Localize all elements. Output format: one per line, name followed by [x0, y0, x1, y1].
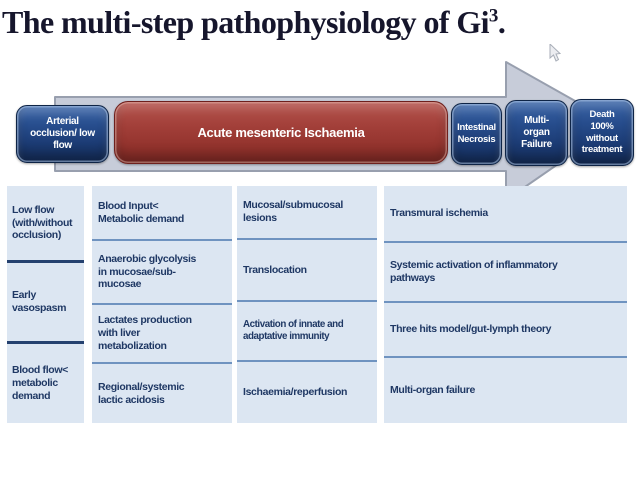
table-column-lesions: Mucosal/submucosal lesions Translocation… [237, 186, 377, 423]
table-cell: Regional/systemic lactic acidosis [92, 362, 232, 423]
slide-title: The multi-step pathophysiology of Gi3. [2, 4, 622, 41]
table-cell: Blood Input< Metabolic demand [92, 186, 232, 239]
slide-title-period: . [497, 4, 506, 40]
table-column-systemic: Transmural ischemia Systemic activation … [384, 186, 627, 423]
flow-box-arterial-occlusion: Arterial occlusion/ low flow [16, 105, 109, 163]
mouse-cursor-icon [549, 44, 562, 62]
table-column-metabolic: Blood Input< Metabolic demand Anaerobic … [92, 186, 232, 423]
table-cell: Transmural ischemia [384, 186, 627, 241]
table-cell: Multi-organ failure [384, 356, 627, 423]
slide-title-text: The multi-step pathophysiology of Gi [2, 4, 490, 40]
flow-box-multi-organ-failure: Multi- organ Failure [505, 100, 568, 166]
table-cell: Early vasospasm [7, 260, 84, 341]
table-cell: Blood flow< metabolic demand [7, 341, 84, 423]
table-cell: Ischaemia/reperfusion [237, 360, 377, 423]
table-cell: Low flow (with/without occlusion) [7, 186, 84, 260]
table-cell: Translocation [237, 238, 377, 300]
table-cell: Anaerobic glycolysis in mucosae/sub- muc… [92, 239, 232, 303]
slide-title-superscript: 3 [488, 5, 499, 27]
table-cell: Activation of innate and adaptative immu… [237, 300, 377, 360]
table-column-low-flow: Low flow (with/without occlusion) Early … [7, 186, 84, 423]
table-cell: Lactates production with liver metaboliz… [92, 303, 232, 362]
table-cell: Mucosal/submucosal lesions [237, 186, 377, 238]
flow-box-acute-mesenteric-ischaemia: Acute mesenteric Ischaemia [114, 101, 448, 164]
table-cell: Three hits model/gut-lymph theory [384, 301, 627, 356]
flow-box-intestinal-necrosis: Intestinal Necrosis [451, 103, 502, 165]
flow-box-death: Death 100% without treatment [570, 99, 634, 166]
table-cell: Systemic activation of inflammatory path… [384, 241, 627, 301]
